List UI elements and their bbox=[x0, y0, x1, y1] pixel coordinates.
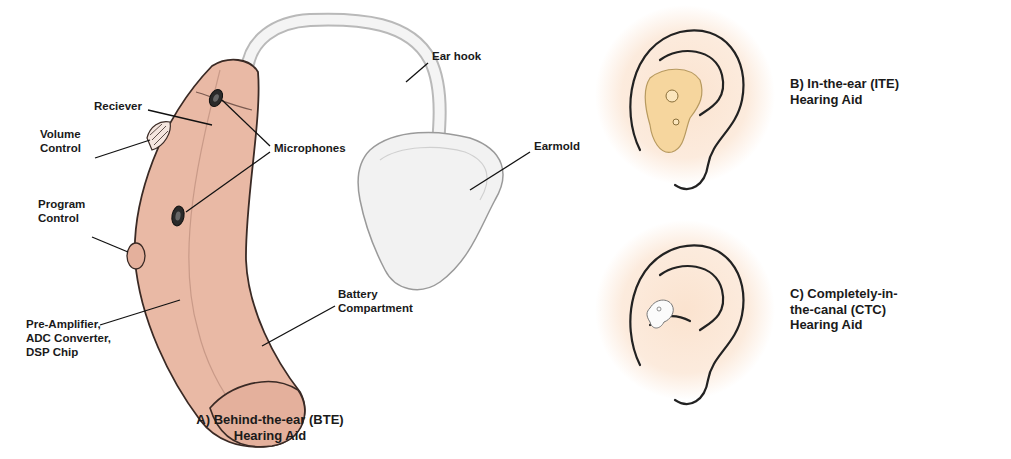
leader-lines bbox=[92, 63, 530, 346]
part-label: Earmold bbox=[534, 140, 604, 154]
figure-title: A) Behind-the-ear (BTE) Hearing Aid bbox=[175, 412, 365, 443]
part-label: Volume Control bbox=[40, 128, 100, 156]
part-label: Reciever bbox=[94, 100, 164, 114]
ctc-device bbox=[647, 300, 673, 328]
part-label: Ear hook bbox=[432, 50, 502, 64]
earmold bbox=[358, 132, 503, 289]
ite-device bbox=[645, 69, 702, 152]
microphone bbox=[170, 205, 185, 227]
part-label: Microphones bbox=[274, 142, 364, 156]
bte-body bbox=[135, 60, 305, 447]
microphone-port bbox=[212, 93, 220, 102]
earmold-edge bbox=[380, 147, 487, 200]
ite-port bbox=[666, 90, 678, 102]
volume-ridges bbox=[150, 124, 168, 145]
part-label: Pre-Amplifier, ADC Converter, DSP Chip bbox=[26, 318, 122, 359]
part-label: Battery Compartment bbox=[338, 288, 428, 316]
ear-outline bbox=[630, 245, 743, 404]
program-button bbox=[127, 243, 145, 269]
figure-title: B) In-the-ear (ITE) Hearing Aid bbox=[790, 76, 910, 107]
microphone-port bbox=[175, 211, 181, 221]
microphone bbox=[207, 87, 225, 108]
volume-wheel bbox=[147, 122, 170, 150]
ite-port bbox=[673, 119, 679, 125]
figure-title: C) Completely-in-the-canal (CTC) Hearing… bbox=[790, 286, 910, 333]
ctc-port bbox=[657, 307, 661, 311]
part-label: Program Control bbox=[38, 198, 98, 226]
ear-outline bbox=[630, 30, 743, 189]
receiver-seam bbox=[196, 92, 252, 110]
